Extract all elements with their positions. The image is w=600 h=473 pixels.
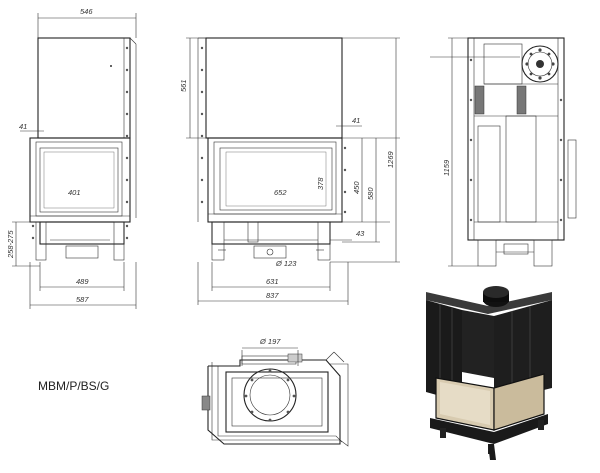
profile-view: 1159 <box>430 37 577 267</box>
dim-width-631: 631 <box>266 277 279 286</box>
model-label: MBM/P/BS/G <box>38 379 109 393</box>
dim-top-height: 561 <box>179 79 188 92</box>
dim-flue-diameter-top: Ø 197 <box>259 337 281 346</box>
dim-side-41-right: 41 <box>352 116 360 125</box>
dim-h450: 450 <box>352 181 361 194</box>
dim-inner-width: 489 <box>76 277 89 286</box>
stove-3d-render <box>426 286 552 460</box>
dim-h580: 580 <box>366 187 375 200</box>
dim-flue-diameter: Ø 123 <box>275 259 297 268</box>
dim-base-height: 258-275 <box>6 230 15 259</box>
dim-width-top: 546 <box>80 7 93 16</box>
dim-total-width: 587 <box>76 295 89 304</box>
dim-side-41: 41 <box>19 122 27 131</box>
dim-width-837: 837 <box>266 291 279 300</box>
dim-glass-width: 401 <box>68 188 81 197</box>
dim-side-43: 43 <box>356 229 365 238</box>
dim-glass-width: 652 <box>274 188 287 197</box>
dim-glass-height: 378 <box>316 177 325 190</box>
dim-profile-height: 1159 <box>442 159 451 176</box>
side-view: 561 652 378 41 Ø 123 43 450 <box>179 37 400 305</box>
front-view: 546 41 401 <box>6 7 137 309</box>
top-view: Ø 197 <box>201 337 349 447</box>
dim-total-height: 1269 <box>386 150 395 168</box>
